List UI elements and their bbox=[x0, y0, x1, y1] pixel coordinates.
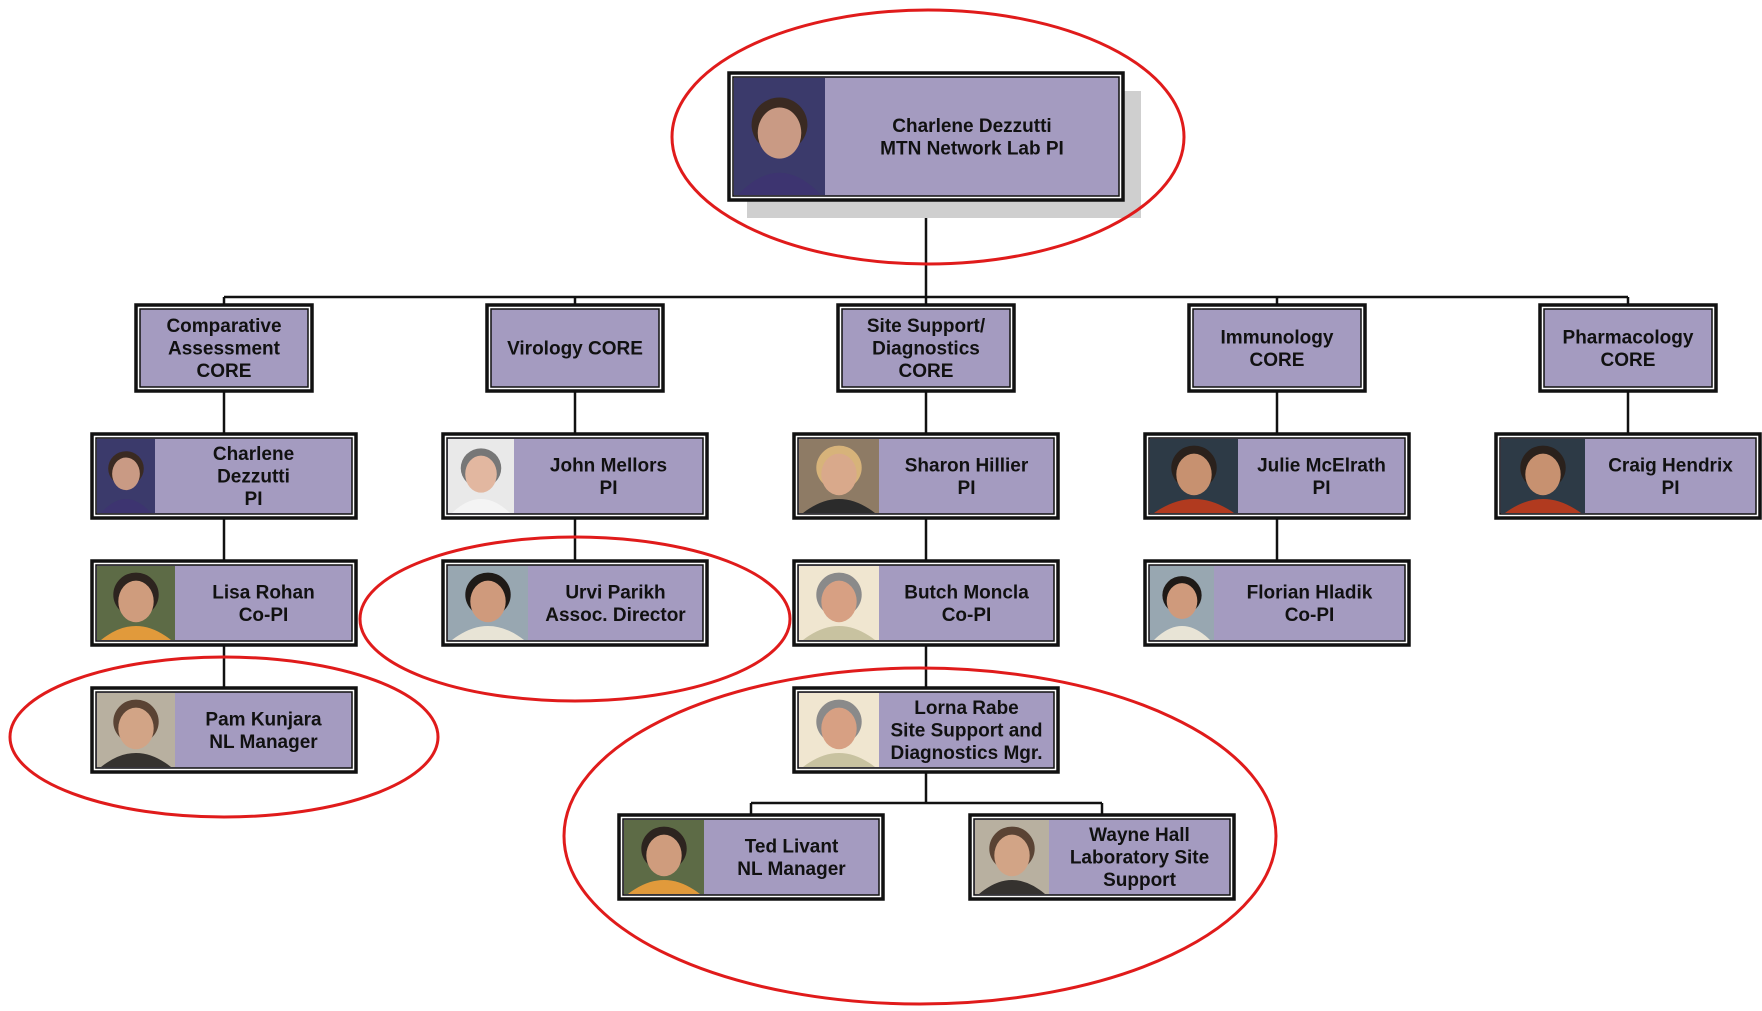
node-label-line: Dezzutti bbox=[217, 467, 290, 488]
node-label-line: NL Manager bbox=[737, 859, 846, 880]
node-label-line: PI bbox=[245, 489, 263, 510]
node-label-line: PI bbox=[958, 478, 976, 499]
portrait-photo bbox=[1501, 439, 1585, 513]
node-label-line: NL Manager bbox=[209, 732, 318, 753]
node-label-line: Assoc. Director bbox=[545, 605, 686, 626]
node-label-line: MTN Network Lab PI bbox=[880, 138, 1064, 159]
portrait-photo bbox=[97, 693, 175, 767]
node-label-line: Co-PI bbox=[942, 605, 992, 626]
highlight-ring-1 bbox=[358, 535, 792, 703]
core-box-1: Virology CORE bbox=[485, 303, 665, 393]
node-label-line: Ted Livant bbox=[745, 836, 839, 857]
portrait-photo bbox=[624, 820, 704, 894]
node-label-line: PI bbox=[1662, 478, 1680, 499]
node-label-line: Co-PI bbox=[1285, 605, 1335, 626]
connector-lines bbox=[222, 200, 1630, 815]
portrait-photo bbox=[448, 439, 514, 513]
node-label-line: CORE bbox=[197, 361, 252, 382]
node-label-line: Support bbox=[1103, 870, 1176, 891]
node-label-line: Craig Hendrix bbox=[1608, 455, 1733, 476]
node-label-line: Charlene bbox=[213, 444, 294, 465]
portrait-photo bbox=[799, 693, 879, 767]
box-fill bbox=[1543, 308, 1713, 388]
node-label-line: Site Support and bbox=[891, 721, 1043, 742]
node-label-line: Diagnostics Mgr. bbox=[890, 743, 1042, 764]
node-label-line: Wayne Hall bbox=[1089, 825, 1190, 846]
node-label-line: Sharon Hillier bbox=[905, 455, 1029, 476]
box-fill bbox=[841, 308, 1011, 388]
node-label-line: Assessment bbox=[168, 339, 281, 360]
node-label-line: Lisa Rohan bbox=[212, 582, 314, 603]
node-label-line: Butch Moncla bbox=[904, 582, 1029, 603]
node-label-line: Julie McElrath bbox=[1257, 455, 1386, 476]
node-label-line: Virology CORE bbox=[507, 339, 643, 360]
highlight-rings bbox=[8, 8, 1278, 1006]
node-label-line: John Mellors bbox=[550, 455, 667, 476]
portrait-photo bbox=[799, 439, 879, 513]
portrait-photo bbox=[799, 566, 879, 640]
node-label-line: PI bbox=[600, 478, 618, 499]
highlight-ring-2 bbox=[8, 655, 440, 819]
portrait-photo bbox=[97, 439, 155, 513]
node-label-line: Florian Hladik bbox=[1247, 582, 1373, 603]
node-label-line: Co-PI bbox=[239, 605, 289, 626]
highlight-ring-3 bbox=[562, 666, 1278, 1006]
box-fill bbox=[490, 308, 660, 388]
portrait-photo bbox=[1150, 439, 1238, 513]
node-label-line: Lorna Rabe bbox=[914, 698, 1019, 719]
portrait-photo bbox=[448, 566, 528, 640]
node-label-line: Site Support/ bbox=[867, 316, 986, 337]
node-label-line: Pharmacology bbox=[1563, 327, 1694, 348]
node-label-line: Laboratory Site bbox=[1070, 848, 1209, 869]
box-fill bbox=[1192, 308, 1362, 388]
portrait-photo bbox=[1150, 566, 1214, 640]
box-fill bbox=[139, 308, 309, 388]
node-label-line: Urvi Parikh bbox=[565, 582, 665, 603]
node-label-line: CORE bbox=[1601, 350, 1656, 371]
highlight-ring-0 bbox=[670, 8, 1186, 266]
node-label-line: CORE bbox=[899, 361, 954, 382]
portrait-photo bbox=[734, 78, 825, 195]
node-label-line: Diagnostics bbox=[872, 339, 980, 360]
node-label-line: Pam Kunjara bbox=[205, 709, 322, 730]
node-label-line: Charlene Dezzutti bbox=[892, 116, 1051, 137]
portrait-photo bbox=[975, 820, 1049, 894]
node-label-line: Immunology bbox=[1221, 327, 1334, 348]
node-label-line: PI bbox=[1313, 478, 1331, 499]
portrait-photo bbox=[97, 566, 175, 640]
node-label-line: Comparative bbox=[166, 316, 281, 337]
node-label-line: CORE bbox=[1250, 350, 1305, 371]
